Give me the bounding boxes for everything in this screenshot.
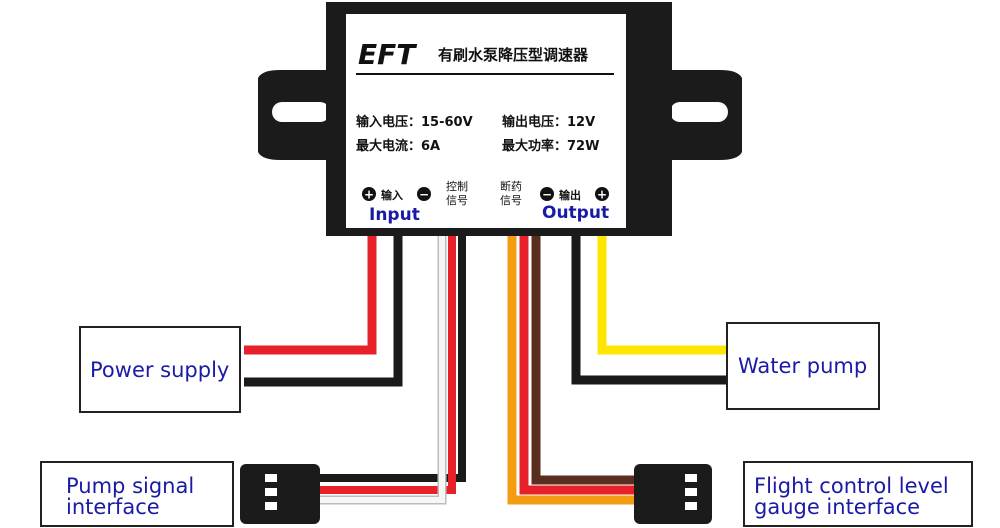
brand-logo: EFT	[358, 38, 417, 71]
flight-control-pin-2	[685, 488, 697, 496]
wire-signal-black	[318, 236, 466, 482]
output-plus-icon	[595, 187, 609, 201]
pump-signal-pin-3	[265, 502, 277, 510]
power-supply-label: Power supply	[90, 358, 230, 382]
flight-control-label-line1: Flight control level	[754, 474, 949, 498]
flight-control-pin-3	[685, 502, 697, 510]
wire-flight-orange	[507, 236, 636, 505]
input-minus-icon	[417, 187, 431, 201]
flight-control-box	[743, 461, 973, 527]
input-en-label: Input	[369, 205, 420, 225]
module-label-panel	[346, 14, 626, 228]
cutoff-signal-label-1: 断药	[500, 179, 522, 193]
cutoff-signal-label-2: 信号	[500, 194, 522, 207]
flange-slot-right	[670, 102, 728, 122]
pump-signal-box	[40, 461, 234, 527]
input-cn-label: 输入	[381, 188, 403, 202]
module-title: 有刷水泵降压型调速器	[438, 46, 589, 64]
pump-signal-connector	[240, 464, 320, 524]
input-plus-icon	[362, 187, 376, 201]
wire-output-black	[571, 236, 728, 385]
output-minus-icon	[540, 187, 554, 201]
pump-signal-label-line2: interface	[66, 495, 160, 519]
pump-signal-label-line1: Pump signal	[66, 474, 195, 498]
spec-output-voltage: 输出电压：12V	[502, 114, 595, 130]
wire-flight-red	[519, 236, 636, 495]
control-signal-label-1: 控制	[446, 179, 468, 193]
spec-max-current: 最大电流：6A	[356, 138, 440, 154]
wire-flight-brown	[531, 236, 636, 485]
power-supply-box	[79, 326, 241, 413]
flight-control-connector	[634, 464, 712, 524]
control-signal-label-2: 信号	[446, 194, 468, 207]
flight-control-label-line2: gauge interface	[754, 495, 921, 519]
wire-signal-white	[318, 236, 447, 505]
flight-control-pin-1	[685, 474, 697, 482]
wire-input-red	[244, 236, 377, 355]
wire-signal-red	[318, 236, 456, 494]
water-pump-label: Water pump	[738, 354, 868, 378]
pump-signal-pin-2	[265, 488, 277, 496]
wire-output-yellow	[597, 236, 728, 355]
water-pump-box	[726, 322, 880, 410]
spec-max-power: 最大功率：72W	[502, 138, 599, 154]
output-plus-glyph: +	[597, 188, 607, 202]
output-en-label: Output	[542, 203, 609, 223]
output-cn-label: 输出	[559, 188, 581, 202]
wire-input-black	[244, 236, 403, 387]
spec-input-voltage: 输入电压：15-60V	[356, 114, 473, 130]
wire-signal-white-core	[318, 236, 445, 503]
pump-signal-pin-1	[265, 474, 277, 482]
input-plus-glyph: +	[364, 188, 374, 202]
input-minus-glyph: −	[419, 188, 429, 202]
output-minus-glyph: −	[542, 188, 552, 202]
flange-slot-left	[272, 102, 330, 122]
